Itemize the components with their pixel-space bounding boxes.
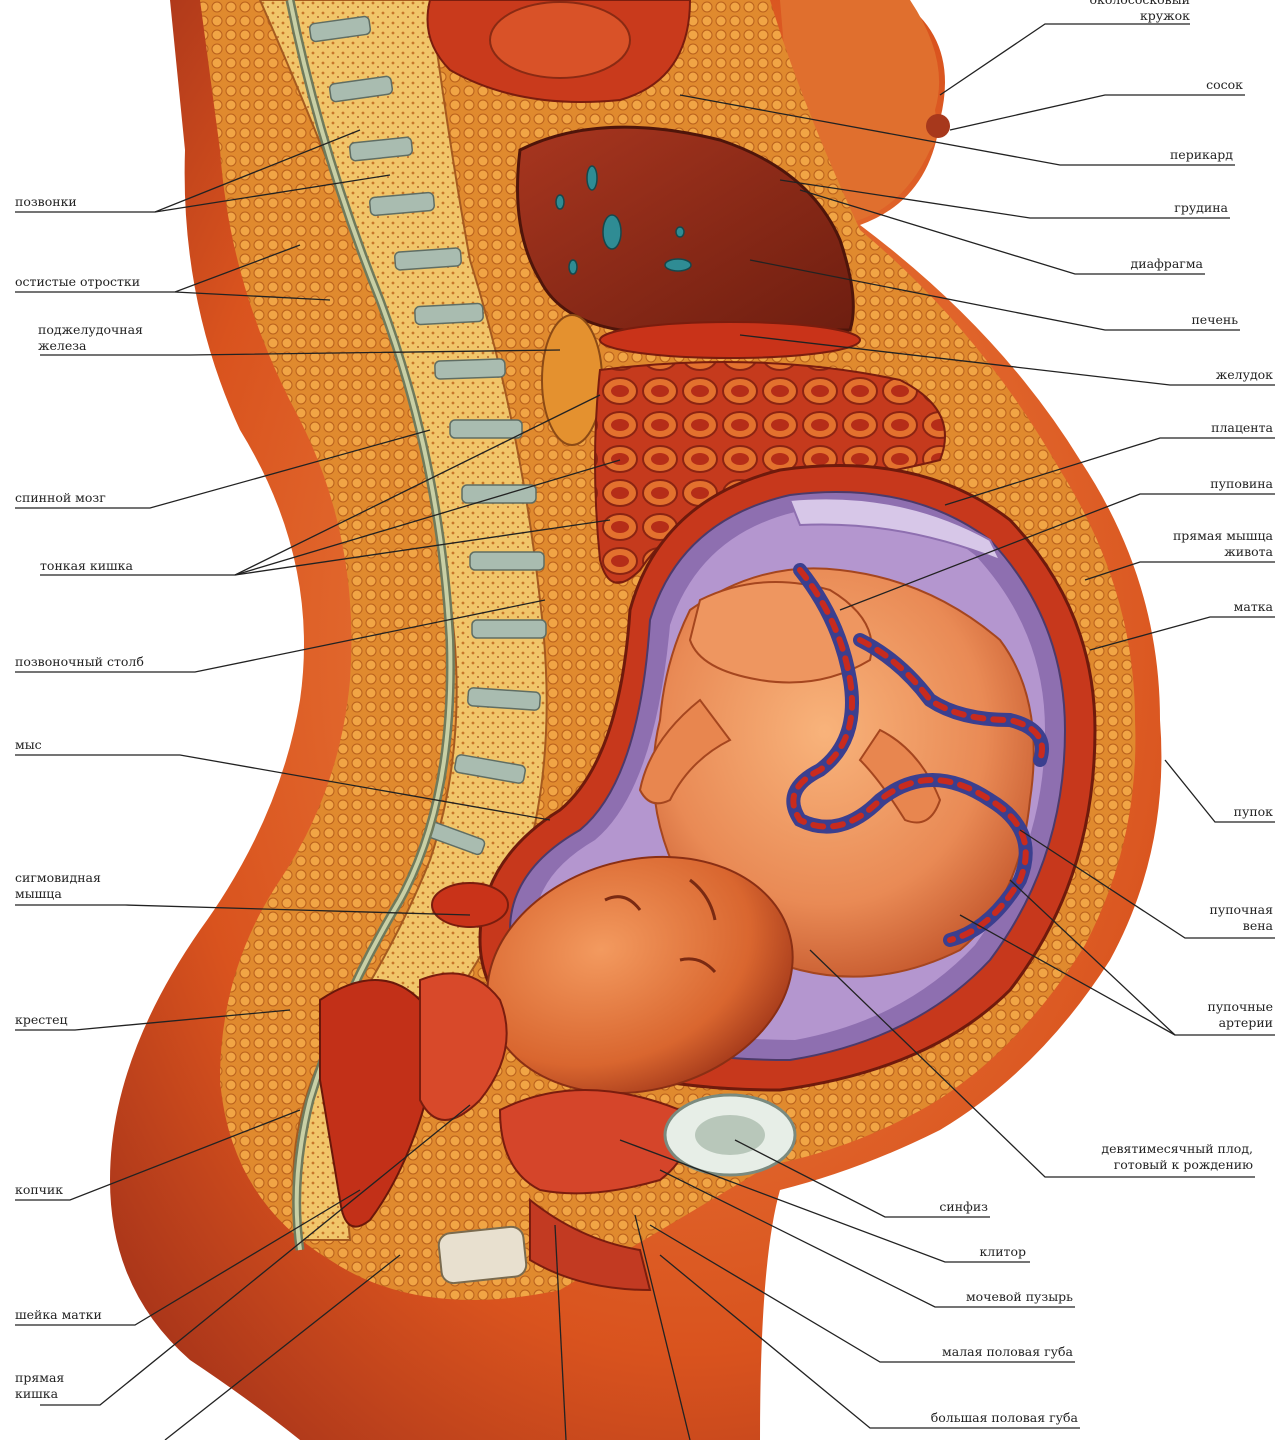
label-areola: околососковый кружок — [1089, 0, 1190, 23]
label-rectum: прямая кишка — [15, 1370, 64, 1401]
label-umbilical-cord: пуповина — [1210, 476, 1273, 492]
label-sacrum: крестец — [15, 1012, 68, 1028]
label-uterus: матка — [1234, 599, 1273, 615]
label-sternum: грудина — [1174, 200, 1228, 216]
label-umbilical-vein: пупочная вена — [1210, 902, 1273, 933]
label-coccyx: копчик — [15, 1182, 63, 1198]
label-liver: печень — [1191, 312, 1238, 328]
label-spinous-processes: остистые отростки — [15, 274, 140, 290]
label-cervix: шейка матки — [15, 1307, 102, 1323]
label-stomach: желудок — [1216, 367, 1273, 383]
label-fetus: девятимесячный плод, готовый к рождению — [1101, 1141, 1253, 1172]
label-nipple: сосок — [1206, 77, 1243, 93]
label-diaphragm: диафрагма — [1131, 256, 1203, 272]
label-pericardium: перикард — [1170, 147, 1233, 163]
label-vertebrae: позвонки — [15, 194, 77, 210]
label-pancreas: поджелудочная железа — [38, 322, 143, 353]
label-spinal-column: позвоночный столб — [15, 654, 144, 670]
label-promontory: мыс — [15, 737, 42, 753]
label-bladder: мочевой пузырь — [966, 1289, 1073, 1305]
label-rectus-abdominis: прямая мышца живота — [1173, 528, 1273, 559]
label-spinal-cord: спинной мозг — [15, 490, 106, 506]
label-symphysis: синфиз — [939, 1199, 988, 1215]
label-labia-majora: большая половая губа — [931, 1410, 1078, 1426]
label-small-intestine: тонкая кишка — [40, 558, 133, 574]
label-navel: пупок — [1234, 804, 1273, 820]
label-sigmoid-muscle: сигмовидная мышца — [15, 870, 101, 901]
label-umbilical-arteries: пупочные артерии — [1208, 999, 1274, 1030]
label-placenta: плацента — [1211, 420, 1273, 436]
label-clitoris: клитор — [979, 1244, 1026, 1260]
label-labia-minora: малая половая губа — [942, 1344, 1073, 1360]
